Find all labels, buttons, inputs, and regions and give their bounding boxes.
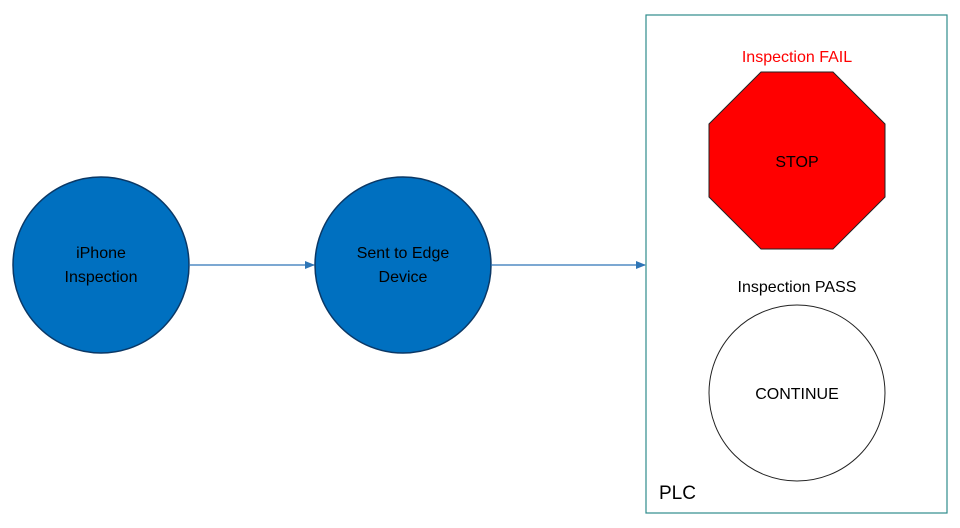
continue-circle-icon [708, 304, 886, 482]
node-sent-to-edge-device: Sent to Edge Device [314, 176, 492, 354]
stop-octagon-icon [708, 71, 886, 250]
node-sent-to-edge-device-shape [314, 176, 492, 354]
continue-label: CONTINUE [755, 386, 839, 403]
node-iphone-inspection: iPhone Inspection [12, 176, 190, 354]
node-iphone-inspection-label-line2: Inspection [65, 269, 138, 286]
node-sent-to-edge-device-label-line1: Sent to Edge [357, 245, 450, 262]
node-iphone-inspection-label-line1: iPhone [76, 245, 126, 262]
plc-container: Inspection FAIL STOP Inspection PASS CON… [645, 14, 948, 514]
inspection-pass-heading: Inspection PASS [738, 279, 857, 296]
node-iphone-inspection-shape [12, 176, 190, 354]
node-sent-to-edge-device-label-line2: Device [379, 269, 428, 286]
plc-label: PLC [659, 483, 696, 504]
plc-box [645, 14, 948, 514]
inspection-fail-heading: Inspection FAIL [742, 49, 852, 66]
stop-label: STOP [775, 154, 818, 171]
